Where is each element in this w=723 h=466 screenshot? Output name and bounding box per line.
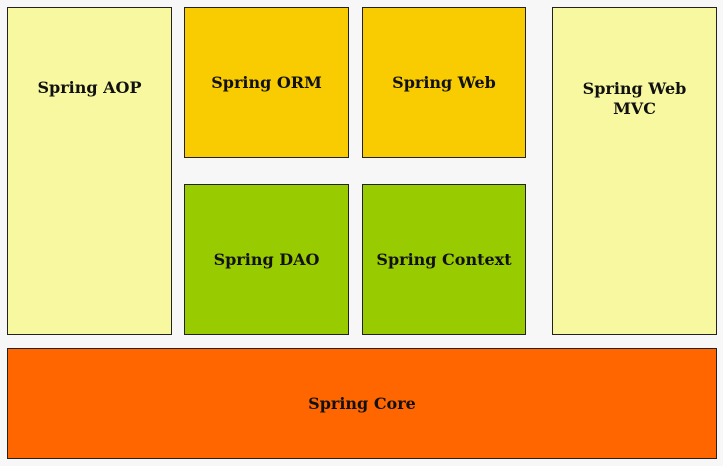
spring-web-mvc-label: Spring Web MVC — [582, 79, 687, 118]
spring-aop-module: Spring AOP — [7, 7, 172, 335]
spring-context-label: Spring Context — [376, 249, 512, 269]
spring-web-label: Spring Web — [392, 72, 496, 92]
spring-core-module: Spring Core — [7, 348, 717, 459]
spring-aop-label: Spring AOP — [37, 78, 142, 97]
spring-dao-module: Spring DAO — [184, 184, 349, 335]
spring-context-module: Spring Context — [362, 184, 526, 335]
spring-orm-label: Spring ORM — [211, 72, 322, 92]
spring-dao-label: Spring DAO — [213, 249, 320, 269]
spring-core-label: Spring Core — [308, 393, 416, 413]
spring-web-mvc-module: Spring Web MVC — [552, 7, 717, 335]
spring-web-module: Spring Web — [362, 7, 526, 158]
spring-orm-module: Spring ORM — [184, 7, 349, 158]
